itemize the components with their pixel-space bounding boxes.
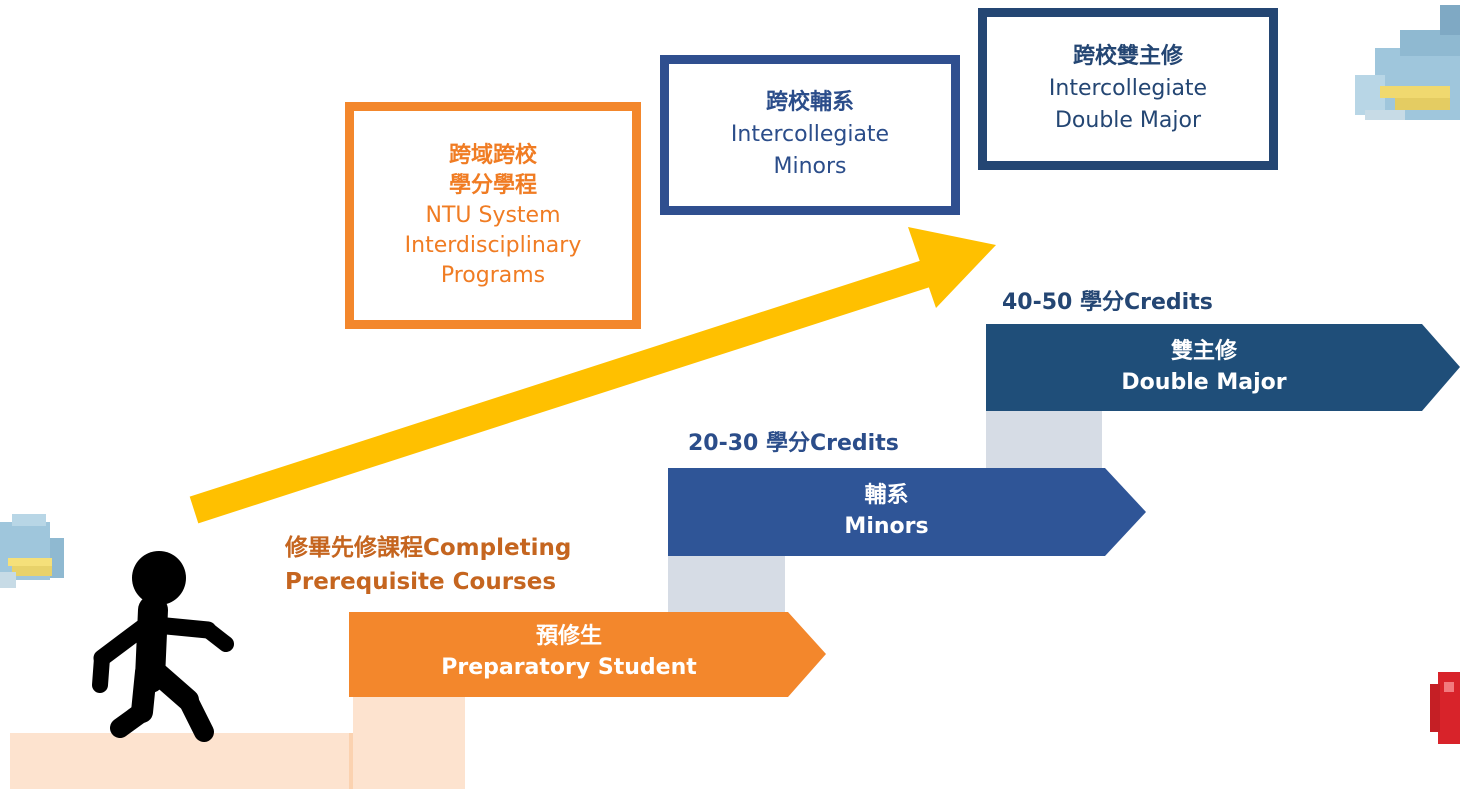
ntu-system-en-line2: Interdisciplinary <box>404 232 582 258</box>
intercollegiate-double-major-en-line2: Double Major <box>1054 108 1202 133</box>
ground-step <box>10 733 353 789</box>
intercollegiate-double-major-zh: 跨校雙主修 <box>1072 44 1183 69</box>
minors-step-base <box>668 556 785 612</box>
double-major-step-base <box>986 411 1102 468</box>
intercollegiate-double-major-box: 跨校雙主修 Intercollegiate Double Major <box>978 8 1278 170</box>
preparatory-step-base <box>353 697 465 789</box>
double-major-en: Double Major <box>1121 370 1287 395</box>
intercollegiate-minors-zh: 跨校輔系 <box>765 90 854 115</box>
minor-credits-label: 20-30 學分Credits <box>688 431 899 456</box>
double-major-arrow-label: 雙主修 Double Major <box>986 336 1422 398</box>
preparatory-arrow <box>349 612 826 697</box>
minors-zh: 輔系 <box>864 483 909 508</box>
ground-step-divider <box>349 733 353 789</box>
ntu-system-en-line3: Programs <box>440 262 546 288</box>
pixel-cloud-left-icon <box>0 514 64 588</box>
ntu-system-en-line1: NTU System <box>425 202 561 228</box>
pixel-red-ball-icon <box>1430 672 1460 744</box>
double-major-arrow <box>986 324 1460 411</box>
prerequisite-label: 修畢先修課程Completing Prerequisite Courses <box>285 531 571 599</box>
prerequisite-line1: 修畢先修課程Completing <box>285 535 572 561</box>
pixel-cloud-right-icon <box>1355 5 1460 120</box>
progress-arrow-head <box>908 227 996 308</box>
progress-arrow-shaft <box>189 257 939 524</box>
intercollegiate-double-major-en-line1: Intercollegiate <box>1048 76 1208 101</box>
walking-person-icon <box>92 551 234 742</box>
intercollegiate-minors-en-line2: Minors <box>773 154 847 179</box>
minors-arrow-label: 輔系 Minors <box>668 480 1105 542</box>
preparatory-arrow-label: 預修生 Preparatory Student <box>349 621 789 683</box>
preparatory-zh: 預修生 <box>535 624 602 649</box>
ntu-system-zh-line2: 學分學程 <box>448 172 537 198</box>
intercollegiate-minors-box: 跨校輔系 Intercollegiate Minors <box>660 55 960 215</box>
intercollegiate-minors-en-line1: Intercollegiate <box>730 122 890 147</box>
ntu-system-programs-box: 跨域跨校 學分學程 NTU System Interdisciplinary P… <box>345 102 641 329</box>
minors-arrow <box>668 468 1146 556</box>
preparatory-en: Preparatory Student <box>441 655 697 680</box>
minors-en: Minors <box>844 514 929 539</box>
ntu-system-zh-line1: 跨域跨校 <box>448 142 537 168</box>
double-major-credits-label: 40-50 學分Credits <box>1002 290 1213 315</box>
prerequisite-line2: Prerequisite Courses <box>285 569 557 595</box>
double-major-zh: 雙主修 <box>1170 339 1237 364</box>
